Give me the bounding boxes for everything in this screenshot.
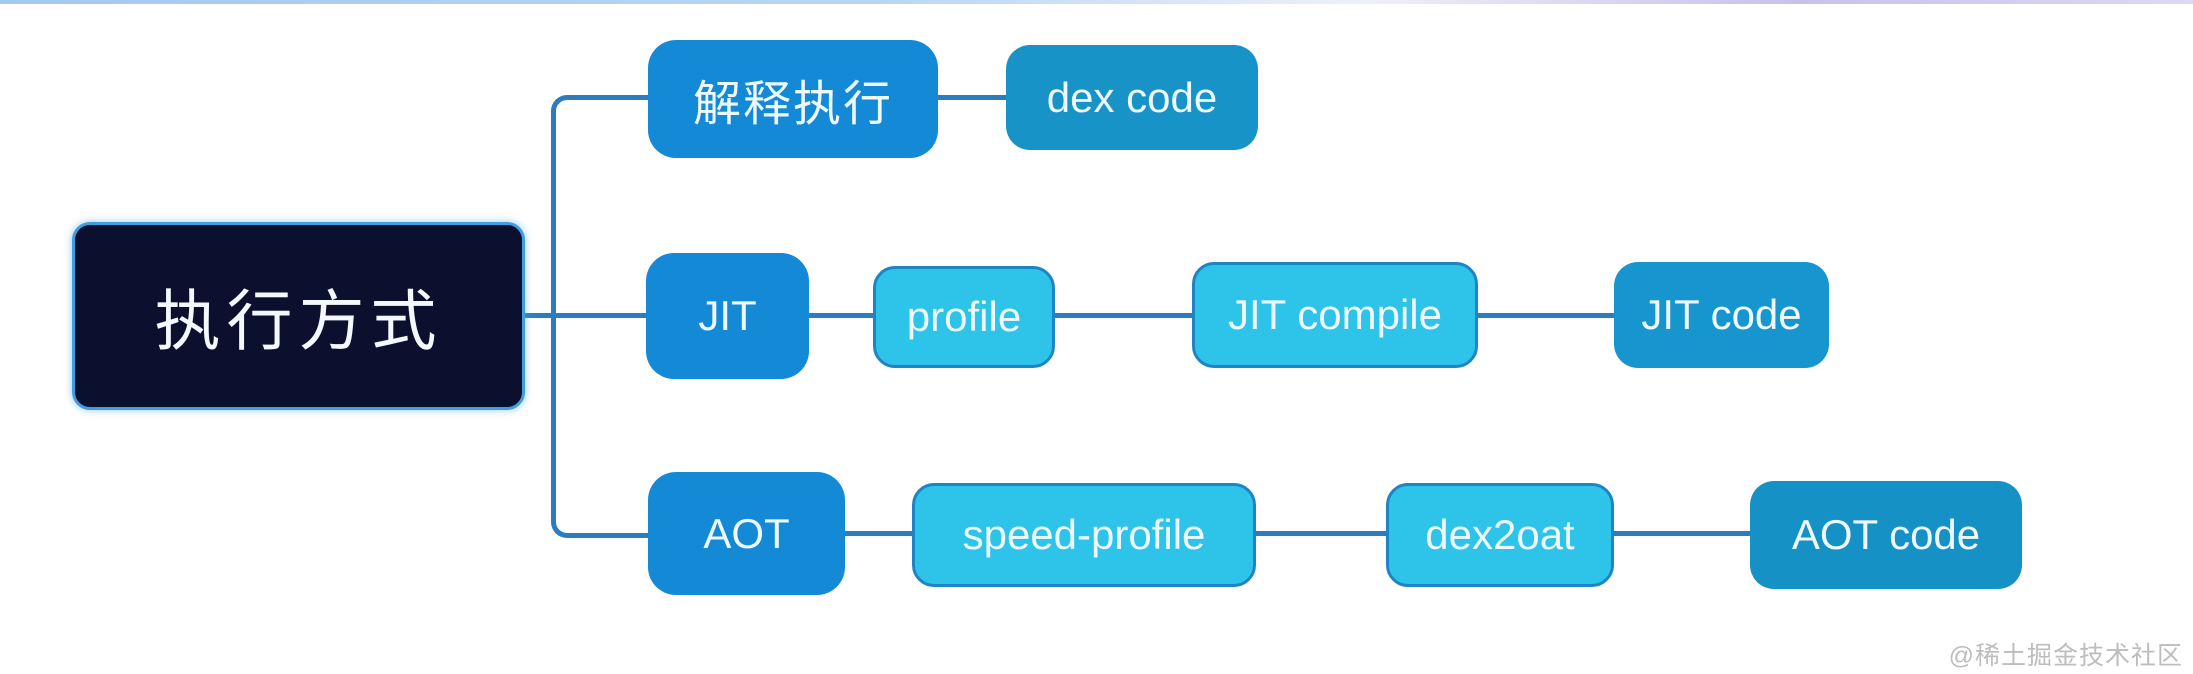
node-root-execution-mode: 执行方式 <box>72 222 525 410</box>
node-jit-code: JIT code <box>1614 262 1829 368</box>
node-dex-code: dex code <box>1006 45 1258 150</box>
connector-interpret-to-dexcode <box>936 95 1008 100</box>
watermark: @稀土掘金技术社区 <box>1948 642 2183 670</box>
top-edge-gradient-strip <box>0 0 2193 4</box>
connector-dex2oat-to-aotcode <box>1612 531 1752 536</box>
node-interpreted-execution: 解释执行 <box>648 40 938 158</box>
connector-speedprofile-to-dex2oat <box>1254 531 1388 536</box>
connector-aot-to-speedprofile <box>843 531 914 536</box>
node-profile: profile <box>873 266 1055 368</box>
node-dex2oat: dex2oat <box>1386 483 1614 587</box>
connector-root-to-trunk <box>523 313 653 318</box>
connector-jitcompile-to-jitcode <box>1476 313 1616 318</box>
node-speed-profile: speed-profile <box>912 483 1256 587</box>
node-aot-code: AOT code <box>1750 481 2022 589</box>
connector-profile-to-jitcompile <box>1053 313 1194 318</box>
node-jit-compile: JIT compile <box>1192 262 1478 368</box>
connector-jit-to-profile <box>807 313 875 318</box>
node-aot: AOT <box>648 472 845 595</box>
node-jit: JIT <box>646 253 809 379</box>
